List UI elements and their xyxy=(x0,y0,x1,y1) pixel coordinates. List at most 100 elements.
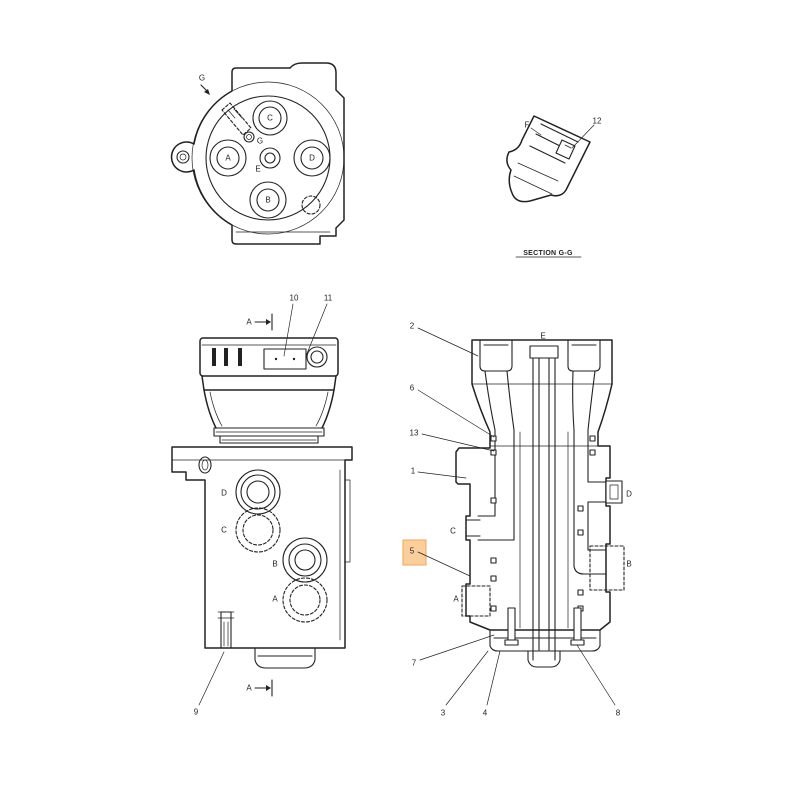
front-port-d-ring-3 xyxy=(246,480,270,504)
front-port-b xyxy=(282,537,328,583)
bell-flange xyxy=(201,375,337,429)
front-port-d-ring-2 xyxy=(240,474,276,510)
front-port-d xyxy=(235,469,281,515)
section-marker-g-label: G xyxy=(199,74,205,83)
body-circle-line xyxy=(191,81,345,235)
section-g-g-break-lines xyxy=(513,162,559,195)
seal-ring xyxy=(490,605,497,612)
cover-bolt-left-head xyxy=(504,639,519,646)
port-d-outer-ring xyxy=(293,139,331,177)
cap-bore-left xyxy=(479,339,513,372)
front-port-d-label: D xyxy=(221,489,227,498)
cross-port-a-label: A xyxy=(453,595,459,604)
callout-7: 7 xyxy=(412,659,417,668)
callout-8-leader xyxy=(576,644,616,706)
rotor-ring-lower xyxy=(219,435,319,444)
callout-11-leader xyxy=(305,303,328,357)
port-e-label: E xyxy=(255,165,260,174)
cross-port-c-fitting xyxy=(465,519,481,537)
callout-10: 10 xyxy=(290,294,299,303)
side-plug-inner xyxy=(201,459,209,471)
front-port-d-ring-1 xyxy=(235,469,281,515)
front-view xyxy=(171,303,353,706)
callout-4: 4 xyxy=(483,709,488,718)
rotor-ring-grooves xyxy=(215,431,323,441)
passage-left xyxy=(477,370,515,541)
bolt-9-head xyxy=(217,611,235,647)
swivel-cap xyxy=(199,337,339,377)
port-e-outer-ring xyxy=(259,147,281,169)
seal-ring xyxy=(577,505,584,512)
section-marker-g-small-label: G xyxy=(257,137,263,146)
callout-6: 6 xyxy=(410,384,415,393)
plug-12-slot xyxy=(564,144,572,149)
cross-port-d xyxy=(605,480,623,504)
seal-ring xyxy=(490,575,497,582)
cover-bolt-right-head xyxy=(570,639,585,646)
section-g-g-view xyxy=(506,115,595,258)
passage-right xyxy=(572,370,607,575)
callout-10-leader xyxy=(283,303,294,357)
plug-11 xyxy=(306,346,328,368)
view-marker-top-label: A xyxy=(246,318,252,327)
port-b-label: B xyxy=(265,196,270,205)
callout-1: 1 xyxy=(411,467,416,476)
port-b-inner-ring xyxy=(256,188,280,212)
section-arrow-g-head xyxy=(204,89,210,95)
port-d-label: D xyxy=(309,154,315,163)
seal-ring xyxy=(577,589,584,596)
front-port-a-label: A xyxy=(272,595,278,604)
front-port-a-hidden xyxy=(282,577,328,623)
section-g-g-title: SECTION G-G xyxy=(523,250,573,257)
front-port-b-label: B xyxy=(272,560,277,569)
view-arrow-top xyxy=(254,313,273,331)
port-e-inner-ring xyxy=(264,152,276,164)
seal-ring xyxy=(490,449,497,456)
section-plug-marker-inner xyxy=(246,134,252,140)
callout-5-leader xyxy=(417,551,471,577)
name-plate-rivet-left xyxy=(274,357,278,361)
seal-ring xyxy=(490,435,497,442)
bolt-9 xyxy=(220,611,232,649)
top-view xyxy=(170,62,345,245)
plug-11-inner xyxy=(310,350,324,364)
callout-6-leader xyxy=(417,389,495,438)
front-port-a-ring-1 xyxy=(282,577,328,623)
seal-ring xyxy=(577,529,584,536)
cross-port-b-label: B xyxy=(626,560,631,569)
section-label-f: F xyxy=(525,121,530,130)
hidden-port-circle xyxy=(301,195,321,215)
stator-body xyxy=(171,446,353,649)
port-b-outer-ring xyxy=(249,181,287,219)
name-plate-rivet-right xyxy=(292,357,296,361)
callout-4-leader xyxy=(486,650,501,706)
drilled-passage-hidden xyxy=(221,102,252,136)
top-view-outline xyxy=(170,62,345,245)
callout-2: 2 xyxy=(410,322,415,331)
seal-ring xyxy=(490,497,497,504)
front-port-a-ring-2 xyxy=(289,584,321,616)
seal-ring xyxy=(589,449,596,456)
view-arrow-bottom-head xyxy=(266,685,271,691)
callout-3: 3 xyxy=(441,709,446,718)
cover-bolt-left xyxy=(507,607,516,643)
side-plug xyxy=(198,456,212,474)
callout-1-leader xyxy=(417,471,467,479)
callout-9-leader xyxy=(198,651,225,706)
cross-section-view xyxy=(417,327,625,706)
callout-13: 13 xyxy=(410,429,419,438)
port-a xyxy=(209,139,247,177)
cap-bore-right xyxy=(567,339,601,372)
center-tube xyxy=(532,357,556,661)
callout-12-leader xyxy=(571,124,595,149)
bell-flange-inner xyxy=(209,391,329,427)
mounting-ear-hole-inner xyxy=(179,153,187,161)
callout-f-leader xyxy=(530,127,542,136)
port-c-label: C xyxy=(267,114,273,123)
port-a-outer-ring xyxy=(209,139,247,177)
front-port-c-hidden xyxy=(235,507,281,553)
port-d xyxy=(293,139,331,177)
view-marker-bottom-label: A xyxy=(246,684,252,693)
stator-side-step xyxy=(339,469,351,641)
